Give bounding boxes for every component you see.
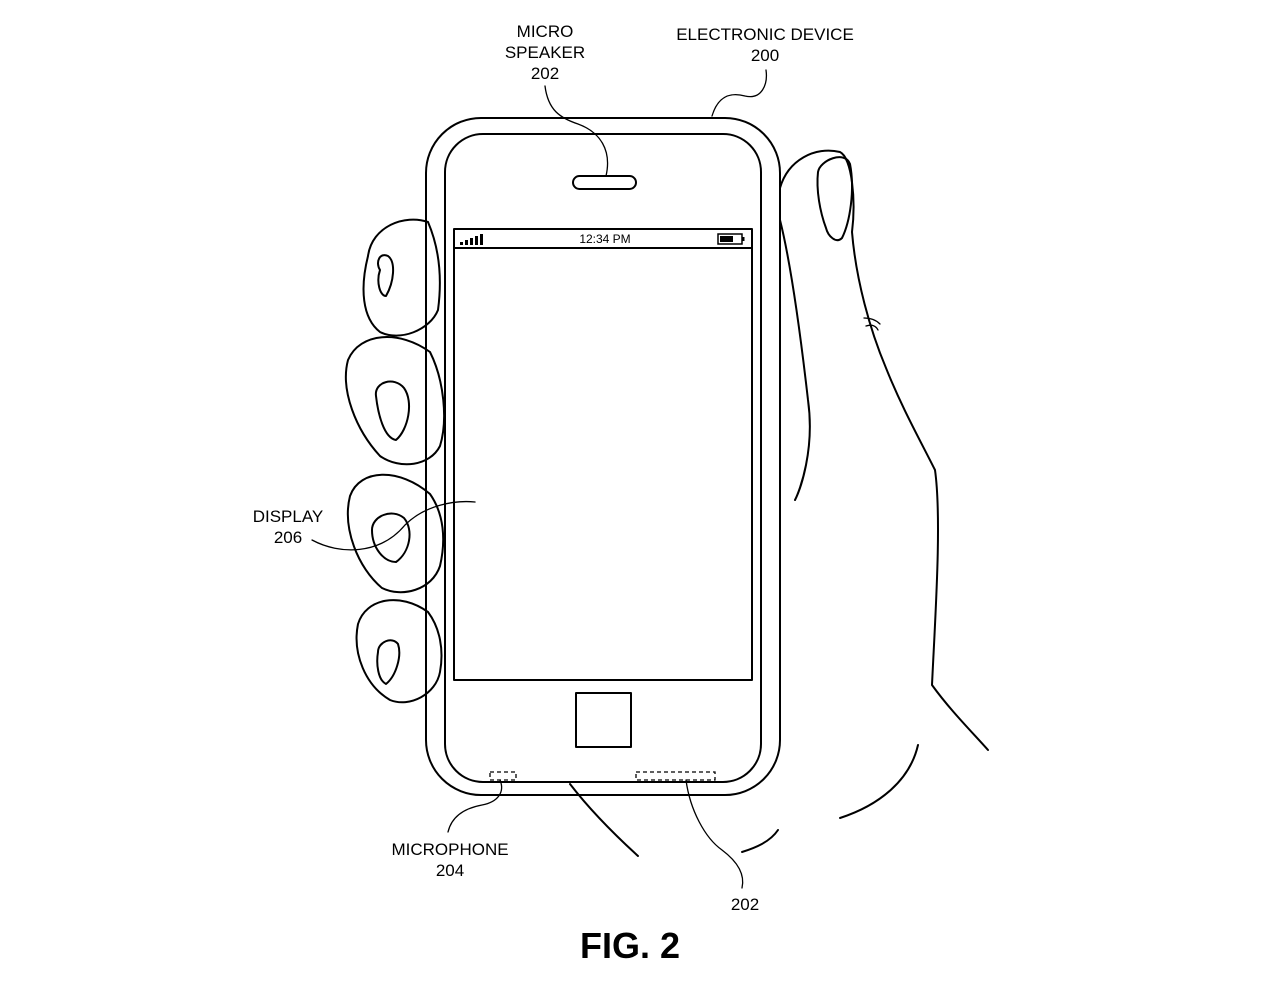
- palm-bottom-curve: [741, 829, 779, 853]
- battery-icon: [717, 233, 745, 245]
- label-micro-speaker-ref: 202: [531, 64, 559, 83]
- label-microphone: MICROPHONE: [391, 840, 508, 859]
- finger-2-nail: [374, 380, 411, 441]
- thumb-outline: [779, 149, 989, 751]
- label-display: DISPLAY: [253, 507, 324, 526]
- finger-1-nail: [377, 254, 394, 297]
- microphone-port: [489, 771, 517, 781]
- finger-4: [355, 599, 443, 704]
- label-electronic-device-ref: 200: [751, 46, 779, 65]
- finger-3-nail: [371, 512, 411, 563]
- leader-micro-speaker: [544, 85, 609, 177]
- palm-lower-curve: [839, 744, 919, 819]
- finger-1: [362, 218, 441, 337]
- label-microphone-ref: 204: [436, 861, 464, 880]
- finger-4-nail: [376, 639, 401, 685]
- left-hand-fingers: [344, 218, 446, 704]
- label-electronic-device: ELECTRONIC DEVICE: [676, 25, 854, 44]
- thumb-nail: [816, 156, 853, 242]
- signal-bars-icon: [460, 234, 483, 245]
- figure-title: FIG. 2: [580, 925, 680, 966]
- leader-electronic-device: [711, 69, 768, 117]
- leader-speaker-bottom: [685, 779, 744, 889]
- bottom-speaker-port: [635, 771, 716, 781]
- status-time: 12:34 PM: [579, 232, 630, 246]
- leader-microphone: [447, 779, 503, 833]
- home-button: [575, 692, 632, 748]
- finger-3: [346, 473, 445, 594]
- label-display-ref: 206: [274, 528, 302, 547]
- leader-lines: [311, 69, 768, 889]
- display-screen: [453, 228, 753, 681]
- label-micro-speaker-line2: SPEAKER: [505, 43, 585, 62]
- device-outer-housing: [425, 117, 781, 796]
- label-speaker-bottom-ref: 202: [731, 895, 759, 914]
- finger-2: [344, 336, 446, 466]
- wrist-curve: [569, 783, 639, 857]
- label-micro-speaker-line1: MICRO: [517, 22, 574, 41]
- thumb-base-curve: [779, 219, 811, 501]
- leader-display: [311, 500, 476, 551]
- electronic-device: 12:34 PM: [425, 117, 781, 796]
- right-hand: [569, 149, 989, 857]
- device-inner-bezel: [444, 133, 762, 783]
- thumb-knuckle-crease: [863, 317, 881, 331]
- micro-speaker-slot: [572, 175, 637, 190]
- labels: MICRO SPEAKER 202 ELECTRONIC DEVICE 200 …: [253, 22, 854, 966]
